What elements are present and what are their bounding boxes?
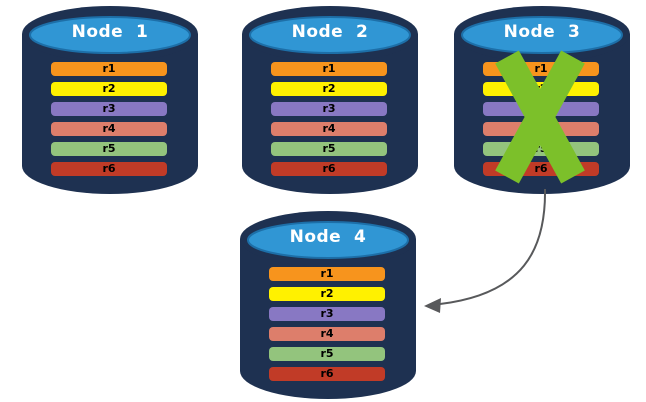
failure-x-icon — [495, 50, 585, 184]
replica-row-r2: r2 — [269, 287, 385, 301]
replica-row-r5: r5 — [51, 142, 167, 156]
arrowhead-icon — [424, 298, 441, 313]
node-title: Node 1 — [71, 22, 149, 42]
replica-rows: r1 r2 r3 r4 r5 r6 — [271, 62, 387, 182]
replica-row-r5: r5 — [269, 347, 385, 361]
replica-row-r1: r1 — [271, 62, 387, 76]
replica-row-r6: r6 — [269, 367, 385, 381]
replica-row-r6: r6 — [51, 162, 167, 176]
node-title: Node 3 — [503, 22, 581, 42]
node-title: Node 4 — [289, 227, 367, 247]
replica-row-r3: r3 — [51, 102, 167, 116]
node-2-cylinder: Node 2 r1 r2 r3 r4 r5 r6 — [240, 6, 420, 196]
replica-rows: r1 r2 r3 r4 r5 r6 — [51, 62, 167, 182]
replica-row-r5: r5 — [271, 142, 387, 156]
replica-row-r3: r3 — [269, 307, 385, 321]
replica-row-r4: r4 — [51, 122, 167, 136]
node-1-cylinder: Node 1 r1 r2 r3 r4 r5 r6 — [20, 6, 200, 196]
replica-row-r2: r2 — [271, 82, 387, 96]
replica-row-r6: r6 — [271, 162, 387, 176]
node-3-cylinder: Node 3 r1 r2 r3 r4 r5 r6 — [452, 6, 632, 196]
node-title: Node 2 — [291, 22, 369, 42]
replica-row-r4: r4 — [269, 327, 385, 341]
replica-row-r1: r1 — [269, 267, 385, 281]
replica-row-r4: r4 — [271, 122, 387, 136]
node-4-cylinder: Node 4 r1 r2 r3 r4 r5 r6 — [238, 211, 418, 401]
replica-rows: r1 r2 r3 r4 r5 r6 — [269, 267, 385, 387]
replica-row-r2: r2 — [51, 82, 167, 96]
replica-row-r1: r1 — [51, 62, 167, 76]
replica-row-r3: r3 — [271, 102, 387, 116]
